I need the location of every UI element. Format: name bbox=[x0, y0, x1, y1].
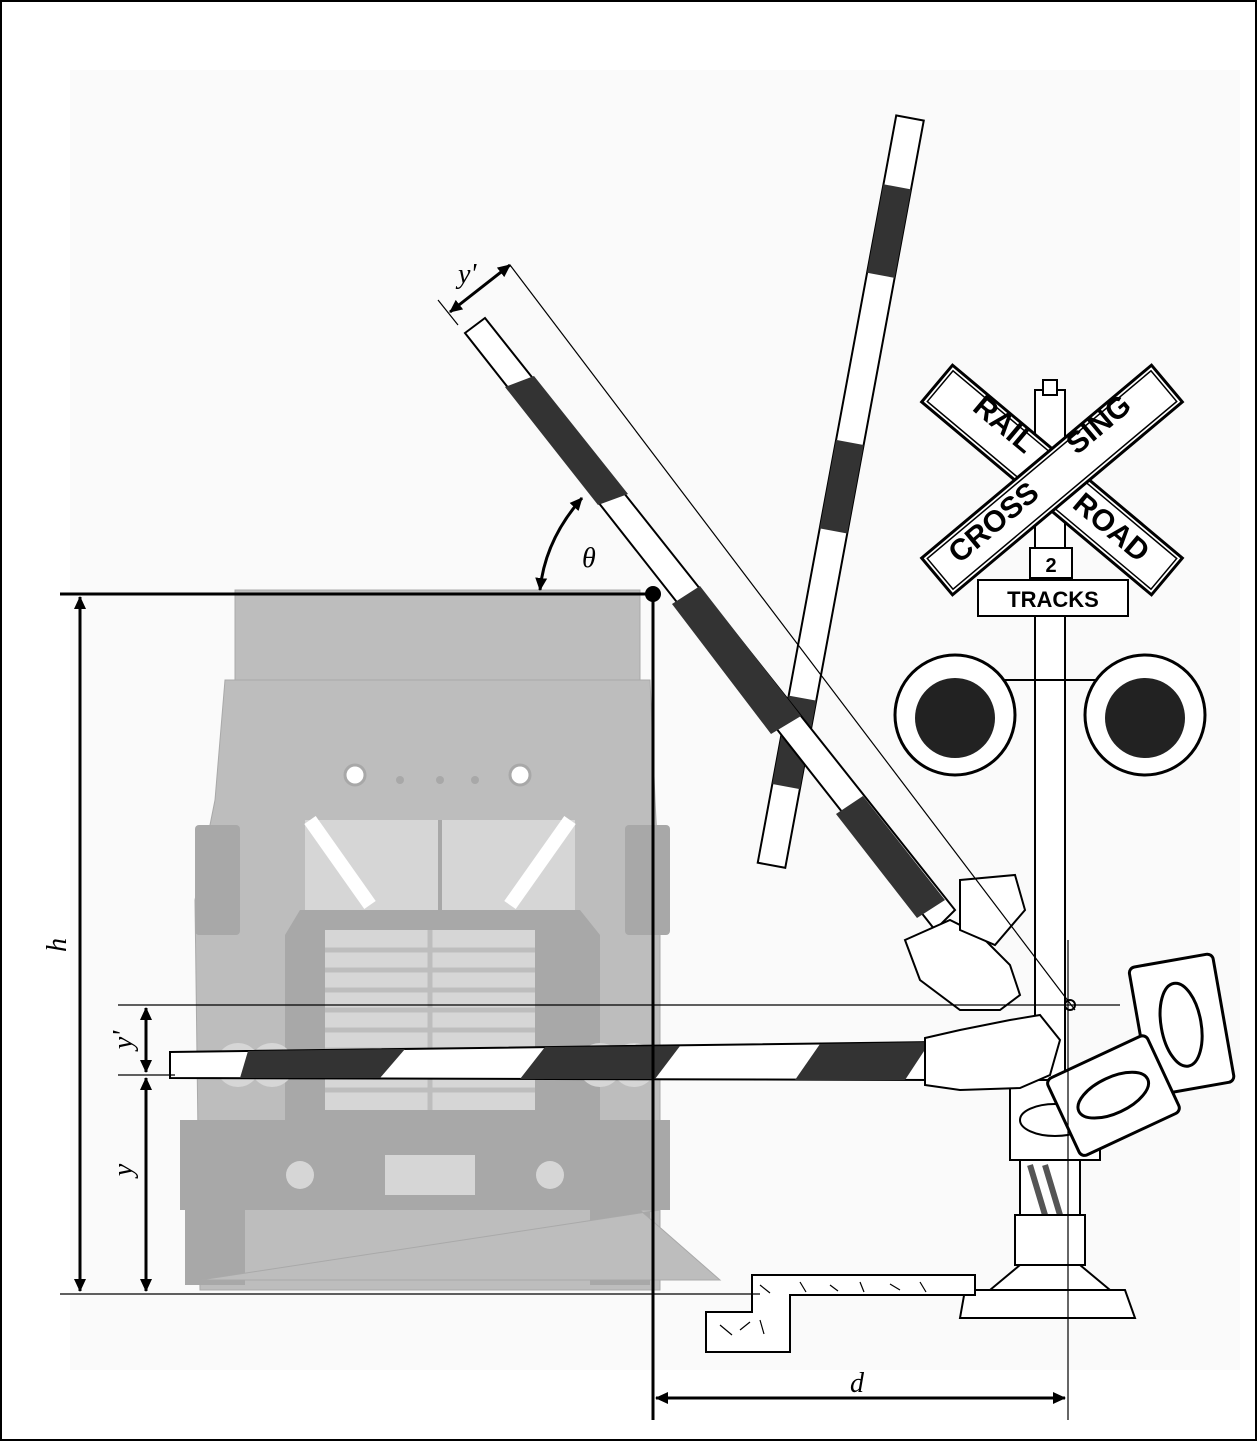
truck-silhouette bbox=[180, 589, 722, 1291]
gate-arm-inclined bbox=[463, 316, 1027, 1011]
track-count-text: 2 bbox=[1045, 555, 1056, 577]
label-theta: θ bbox=[582, 543, 596, 574]
tracks-text: TRACKS bbox=[1007, 587, 1099, 612]
track-count-plate bbox=[1029, 547, 1073, 579]
crossing-signal-post bbox=[893, 379, 1236, 1319]
dimension-lines bbox=[60, 263, 1120, 1420]
inclined-tick-line bbox=[437, 299, 459, 326]
theta-angle-arc bbox=[535, 497, 584, 591]
label-d: d bbox=[850, 1368, 865, 1399]
gate-arm-horizontal bbox=[169, 1013, 1062, 1092]
tracks-plate bbox=[977, 579, 1129, 617]
label-h: h bbox=[42, 938, 73, 952]
y-prime-tilted-arrow bbox=[449, 263, 511, 314]
inclined-reference-line bbox=[509, 264, 1076, 1011]
label-y-prime-tilted: y' bbox=[455, 259, 477, 290]
contact-point bbox=[645, 586, 661, 602]
label-y-prime-vertical: y' bbox=[108, 1030, 139, 1052]
label-y: y bbox=[108, 1163, 139, 1179]
gate-arm-upper-raised bbox=[756, 114, 925, 869]
rail-bed bbox=[705, 1274, 976, 1353]
